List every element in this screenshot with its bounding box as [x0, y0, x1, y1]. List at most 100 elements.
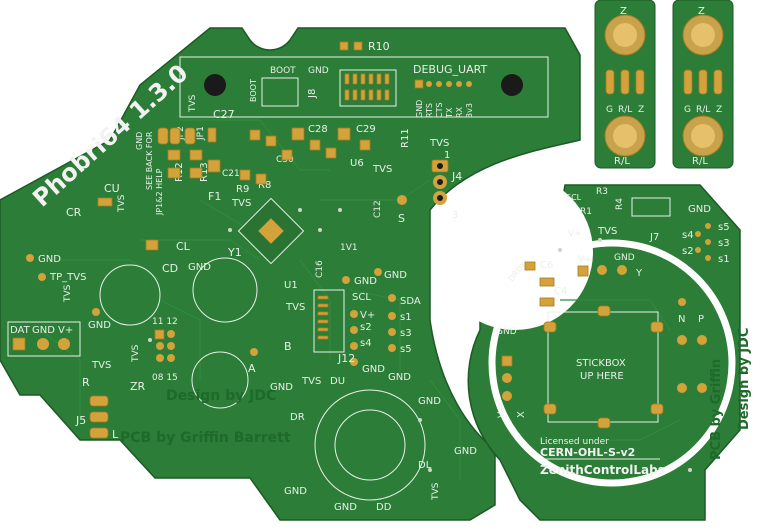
label-dd: DD: [376, 502, 392, 513]
label-c29: C29: [356, 124, 376, 135]
label-tvs-1: TVS: [188, 94, 198, 113]
stickbox-top-pads: [524, 261, 555, 307]
label-r: R: [82, 376, 90, 389]
j12-pins: [317, 295, 329, 340]
label-scl: SCL: [352, 292, 371, 303]
dat-pad-2: [37, 338, 49, 350]
label-gnd-l1: GND: [38, 254, 61, 265]
y-header: [577, 265, 627, 277]
j5-pads: [89, 395, 109, 439]
stickbox-pads: [543, 305, 664, 429]
x-header: [501, 355, 513, 401]
label-pins-top: 11 12: [152, 317, 178, 327]
label-tvs-7: TVS: [131, 344, 141, 363]
label-u6: U6: [350, 158, 364, 169]
label-jp2: JP2: [176, 126, 186, 141]
trigger-right-g: G: [684, 105, 691, 115]
label-x: X: [516, 411, 527, 418]
label-j5: J5: [75, 414, 86, 427]
dpad-outline: [314, 389, 426, 501]
label-gnd-b3: GND: [454, 446, 477, 457]
button-b-outline: [99, 264, 161, 326]
trigger-left-rl: R/L: [618, 105, 632, 115]
credit-design: Design by JDC: [166, 388, 276, 404]
dat-connector: [7, 321, 81, 357]
stickbox-label-1: STICKBOX: [576, 358, 626, 369]
company-name: ZenithControlLabs: [540, 463, 665, 477]
label-b: B: [284, 340, 292, 353]
label-j4-3: 3: [452, 210, 458, 221]
label-a: A: [248, 362, 256, 375]
uart-pin-rts: RTS: [425, 103, 434, 118]
r10-pad-2: [353, 41, 363, 51]
trigger-left-rl2: R/L: [614, 156, 630, 167]
uart-pin-rx: RX: [455, 106, 464, 118]
label-gnd-r1: GND: [688, 204, 711, 215]
label-r9: R9: [236, 184, 249, 195]
j4-pads: [431, 159, 449, 205]
right-conn-pads: [695, 223, 711, 261]
tp-tvs-pad: [38, 273, 46, 281]
label-sda: SDA: [400, 296, 421, 307]
label-gnd-ab: GND: [270, 382, 293, 393]
mount-hole-1: [204, 74, 226, 96]
mcu-pad: [258, 218, 284, 244]
label-tvs-2: TVS: [231, 198, 251, 209]
trigger-right-z2: Z: [716, 105, 722, 115]
label-s1: s1: [400, 312, 412, 323]
label-c16: C16: [315, 260, 325, 278]
label-1v1: 1V1: [340, 243, 358, 253]
trigger-right: [682, 14, 724, 157]
license-name: CERN-OHL-S-v2: [540, 446, 635, 459]
label-s5: s5: [400, 344, 412, 355]
label-jp-help: JP1&2 HELP: [155, 168, 164, 216]
j12-pads: [342, 268, 396, 366]
label-l: L: [112, 428, 119, 441]
label-gnd-j12b: GND: [384, 270, 407, 281]
button-a-outline: [192, 257, 258, 323]
resistor-pads-left: [167, 149, 221, 179]
uart-connector: [339, 69, 397, 107]
gnd-pad-l2: [92, 308, 100, 316]
label-gnd-dat: GND: [32, 325, 55, 336]
label-tvs-dd: TVS: [431, 482, 441, 501]
label-s3: s3: [400, 328, 412, 339]
label-c21: C21: [222, 169, 240, 179]
debug-header-box: [179, 56, 549, 118]
label-n: N: [678, 314, 685, 325]
credit-pcb: PCB by Griffin Barrett: [120, 430, 291, 446]
label-du: DU: [330, 376, 345, 387]
label-dr: DR: [290, 412, 305, 423]
label-j12: J12: [337, 352, 355, 365]
label-p: P: [698, 314, 704, 325]
label-j8: J8: [307, 89, 318, 99]
label-s2-r: s2: [682, 246, 694, 257]
label-scl-r: SCL: [566, 193, 582, 202]
label-gnd-b2: GND: [418, 396, 441, 407]
uart-pin-3v3: 3v3: [465, 103, 474, 118]
label-gnd-mid: GND: [188, 262, 211, 273]
label-f1: F1: [208, 190, 221, 203]
label-gnd-j12a: GND: [354, 276, 377, 287]
label-s4: s4: [360, 338, 372, 349]
j12-connector: [313, 289, 345, 353]
label-boot-2: BOOT: [249, 79, 258, 102]
label-vplus-s: V+: [578, 255, 592, 265]
label-r1: R1: [580, 207, 592, 217]
label-s4-r: s4: [682, 230, 694, 241]
vias: [148, 208, 692, 472]
label-zr: ZR: [130, 380, 146, 393]
boot-button: [261, 77, 299, 107]
label-tvs-6: TVS: [285, 302, 305, 313]
label-gnd-s: GND: [614, 253, 635, 263]
label-cl: CL: [176, 240, 191, 253]
mount-hole-2: [501, 74, 523, 96]
uart-header-pads: [414, 79, 472, 89]
stick-cutout: [437, 174, 593, 330]
np-pads: [677, 298, 707, 393]
trigger-right-rl: R/L: [696, 105, 710, 115]
label-tvs-3: TVS: [372, 164, 392, 175]
label-y: Y: [635, 268, 643, 279]
label-vplus-j12: V+: [360, 310, 375, 321]
regulator-pads: [239, 127, 371, 185]
